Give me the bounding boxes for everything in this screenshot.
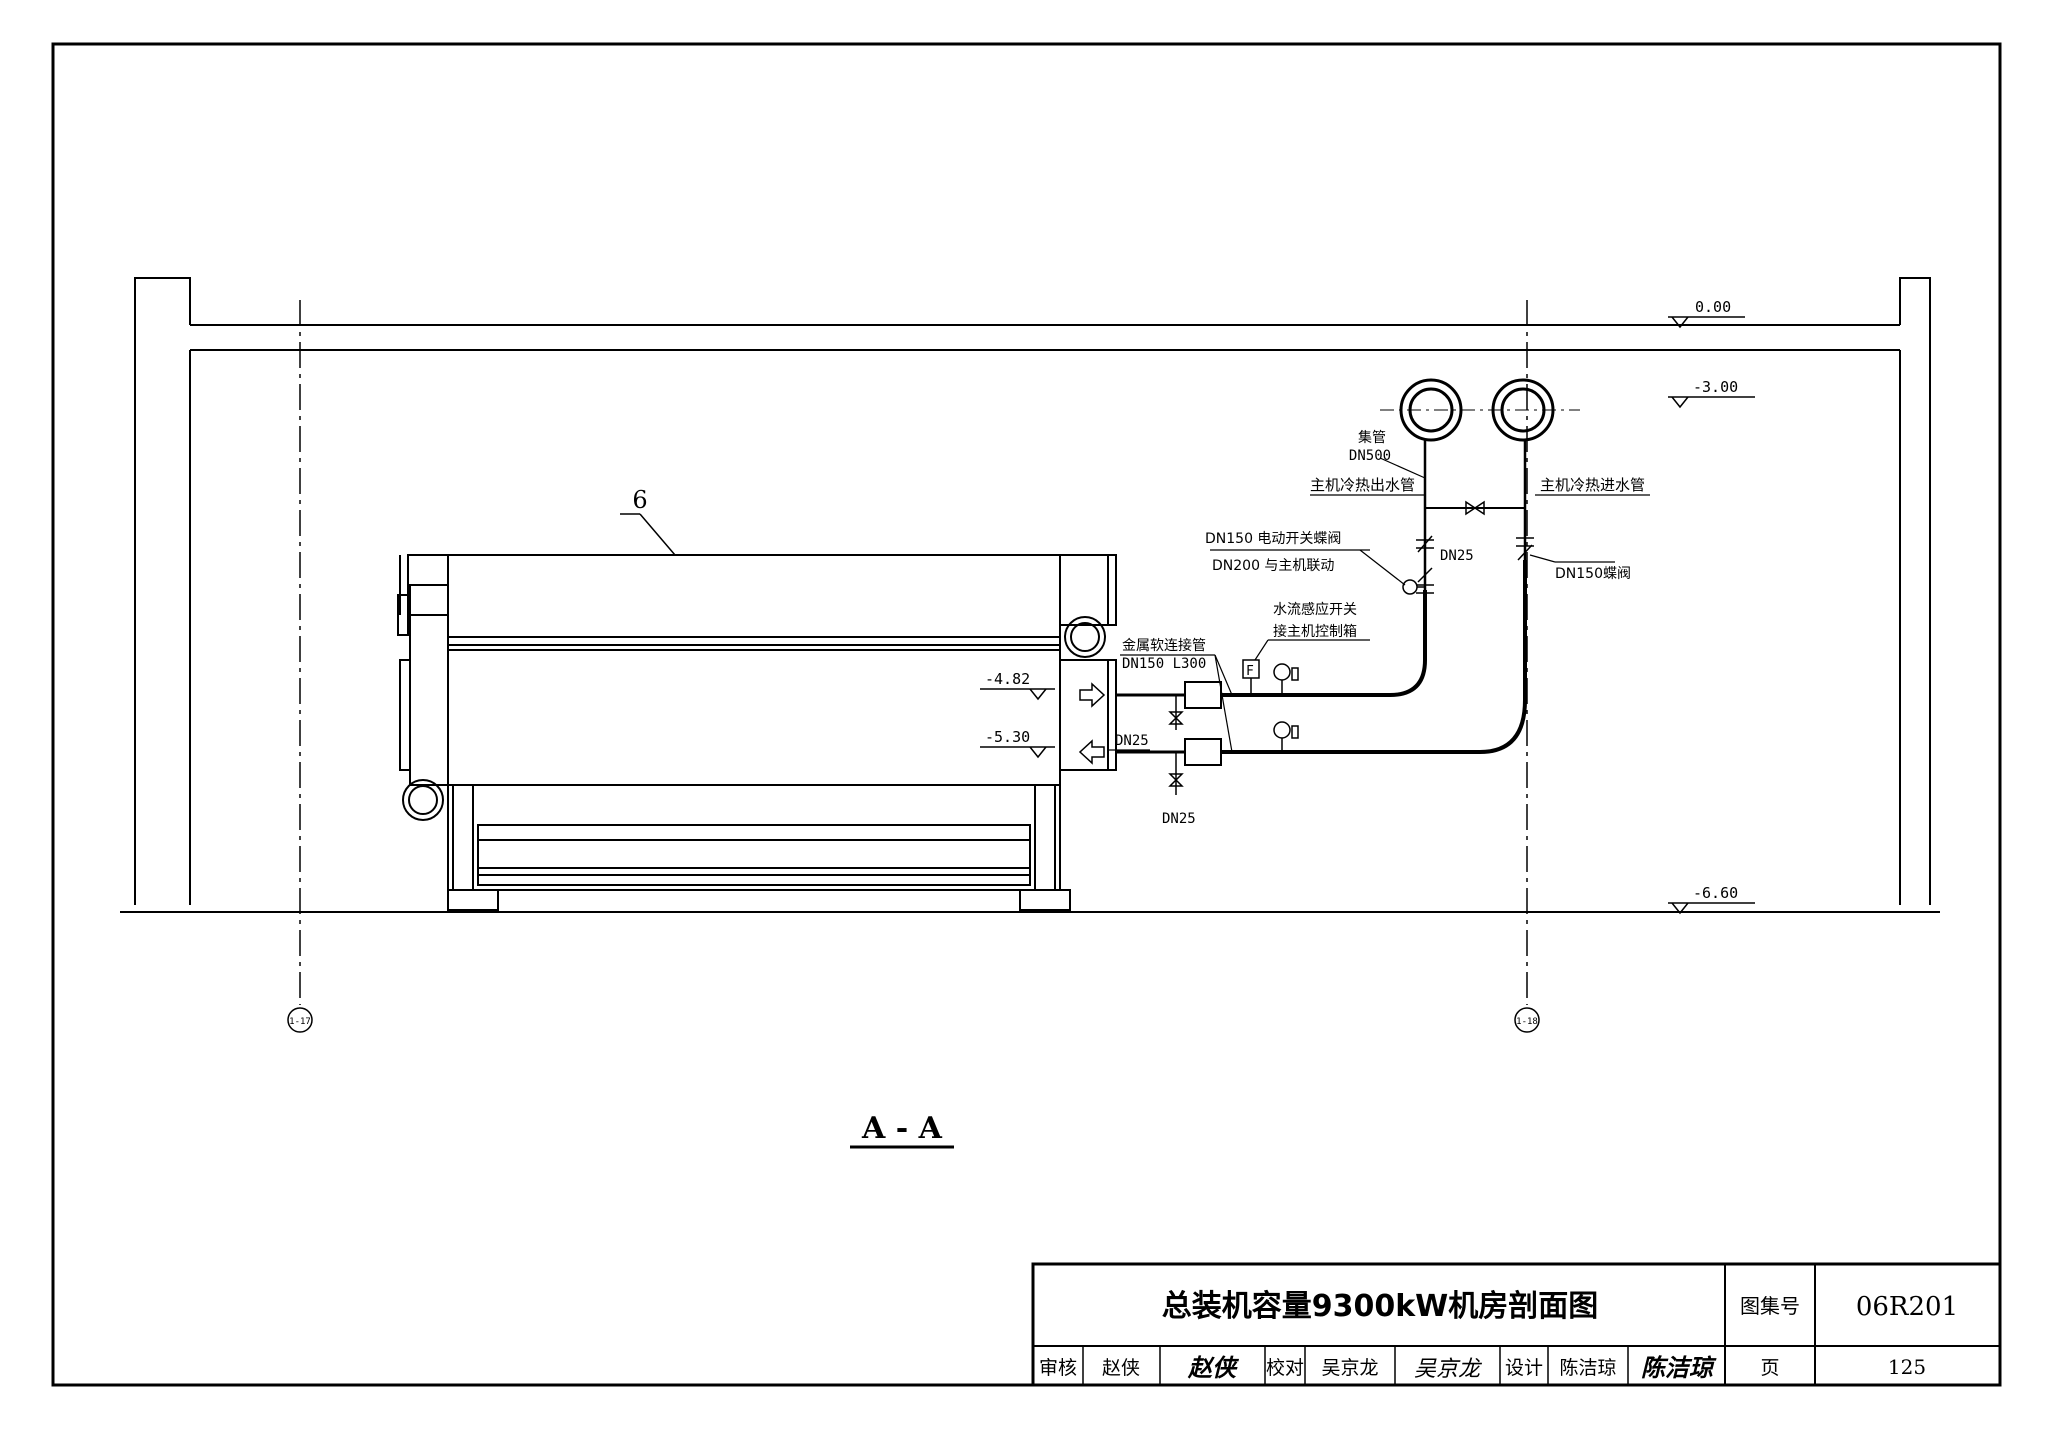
pressure-gauge-upper-icon	[1273, 663, 1299, 695]
title-block	[1031, 1262, 2002, 1387]
flow-switch-symbol: F	[1246, 664, 1254, 679]
grid-label-left: 1-17	[289, 1017, 311, 1027]
butterfly-valve-label: DN150蝶阀	[1555, 566, 1631, 582]
equipment-leader	[639, 513, 676, 556]
flow-switch-icon	[1242, 659, 1260, 695]
inlet-butterfly-valve-icon	[1516, 537, 1534, 561]
designer-name: 陈洁琼	[1559, 1357, 1616, 1379]
atlas-number: 06R201	[1856, 1292, 1958, 1322]
flow-arrow-upper-icon	[1079, 682, 1106, 708]
elevation-minus-6-60	[1668, 902, 1755, 915]
dn25-bottom-label: DN25	[1162, 811, 1196, 827]
motor-butterfly-valve-icon	[1402, 535, 1434, 595]
inlet-pipe-label: 主机冷热进水管	[1540, 476, 1645, 494]
flow-switch-label-2: 接主机控制箱	[1273, 623, 1357, 640]
equipment-number: 6	[632, 486, 647, 514]
header-size-label: DN500	[1349, 448, 1391, 464]
grid-label-right: 1-18	[1516, 1017, 1538, 1027]
check-label: 校对	[1266, 1357, 1304, 1379]
checker-name: 吴京龙	[1321, 1357, 1378, 1379]
elevation-lower-pipe-label: -5.30	[985, 728, 1030, 746]
review-label: 审核	[1039, 1357, 1077, 1379]
bypass-valve-icon	[1465, 500, 1485, 516]
design-label: 设计	[1505, 1357, 1543, 1379]
reviewer-signature: 赵侠	[1187, 1354, 1240, 1382]
elevation-top-label: 0.00	[1695, 298, 1731, 316]
flow-arrow-lower-icon	[1078, 739, 1105, 765]
grid-bubble-left: 1-17	[287, 1007, 313, 1033]
motor-valve-label-2: DN200 与主机联动	[1212, 558, 1334, 574]
sheet-border	[51, 42, 2002, 1387]
chiller-unit	[397, 554, 1117, 911]
page-label: 页	[1760, 1357, 1779, 1379]
elevation-minus-4-82	[980, 688, 1055, 701]
drain-valve-lower-icon	[1168, 752, 1184, 795]
grid-axes	[299, 300, 1528, 1005]
page-number: 125	[1888, 1355, 1926, 1379]
elevation-ceiling-label: -3.00	[1693, 378, 1738, 396]
atlas-label: 图集号	[1740, 1294, 1800, 1318]
elevation-upper-pipe-label: -4.82	[985, 670, 1030, 688]
elevation-minus-5-30	[980, 746, 1055, 759]
elevation-minus-3-00	[1668, 396, 1755, 409]
dn25-mid-label: DN25	[1115, 733, 1149, 749]
header-label: 集管	[1358, 429, 1386, 446]
flex-connector-label-1: 金属软连接管	[1122, 637, 1206, 654]
section-title: A - A	[861, 1111, 943, 1146]
reviewer-name: 赵侠	[1102, 1357, 1140, 1379]
drain-valve-upper-icon	[1168, 695, 1184, 730]
building-section	[120, 277, 1940, 913]
elevation-0-00	[1668, 316, 1745, 329]
elevation-floor-label: -6.60	[1693, 884, 1738, 902]
flex-connector-label-2: DN150 L300	[1122, 656, 1206, 672]
title-block-title: 总装机容量9300kW机房剖面图	[1162, 1289, 1599, 1324]
checker-signature: 吴京龙	[1414, 1357, 1483, 1382]
grid-bubble-right: 1-18	[1514, 1007, 1540, 1033]
flow-switch-label-1: 水流感应开关	[1273, 601, 1357, 618]
pressure-gauge-lower-icon	[1273, 721, 1299, 752]
leader-lines	[1107, 457, 1650, 753]
designer-signature: 陈洁琼	[1641, 1354, 1717, 1382]
outlet-pipe-label: 主机冷热出水管	[1310, 476, 1415, 494]
dn25-top-label: DN25	[1440, 548, 1474, 564]
piping	[1116, 440, 1527, 766]
motor-valve-label-1: DN150 电动开关蝶阀	[1205, 531, 1341, 547]
